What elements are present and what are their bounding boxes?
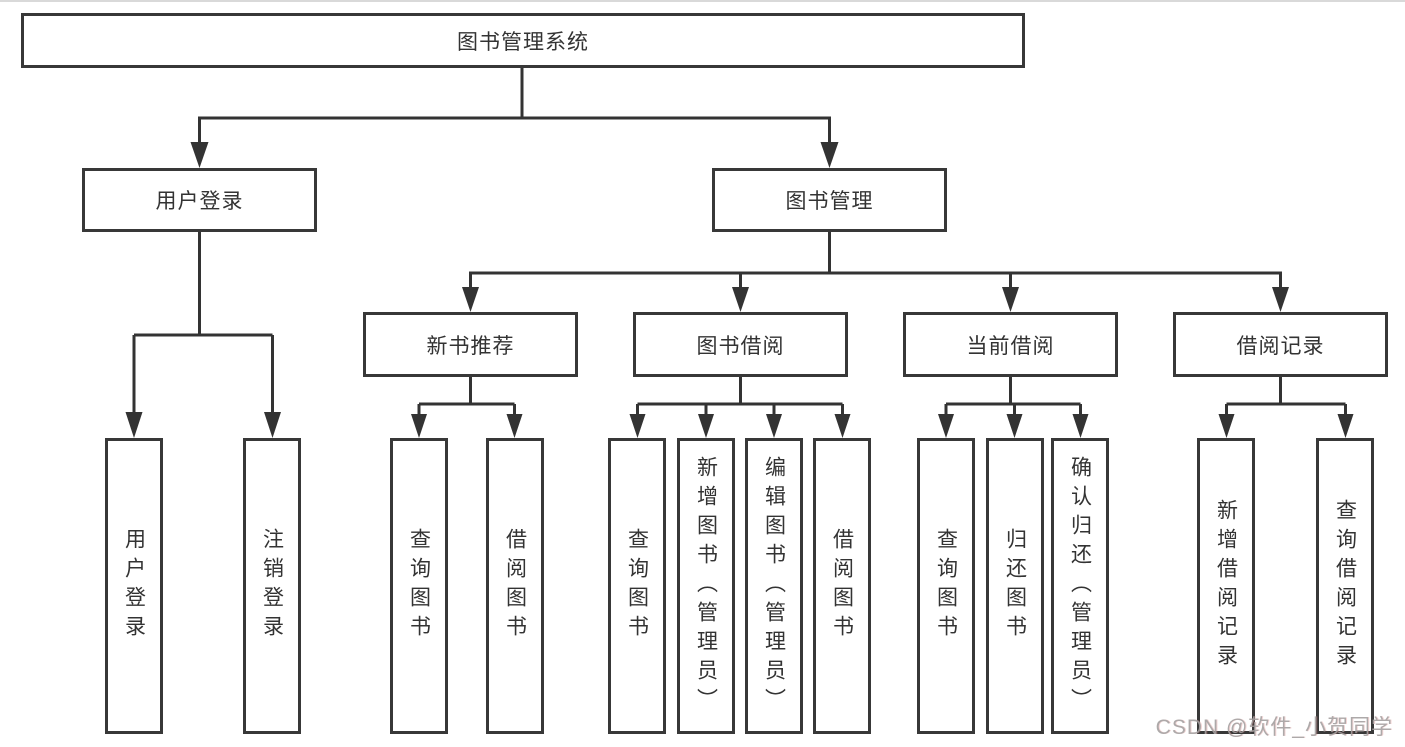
- arrowhead-icon: [264, 412, 281, 438]
- leaf-label: 确认归还（管理员）: [1068, 455, 1092, 717]
- arrowhead-icon: [938, 414, 954, 438]
- node-library-management-system: 图书管理系统: [21, 13, 1025, 68]
- arrowhead-icon: [698, 414, 714, 438]
- arrowhead-icon: [1002, 287, 1019, 312]
- leaf-label: 借阅图书: [830, 528, 854, 644]
- leaf-label: 查询图书: [407, 528, 431, 644]
- leaf-borrow-books-recommend: 借阅图书: [486, 438, 544, 734]
- leaf-edit-books-admin: 编辑图书（管理员）: [745, 438, 803, 734]
- node-borrowing-records: 借阅记录: [1173, 312, 1388, 377]
- arrowhead-icon: [834, 414, 851, 438]
- leaf-label: 注销登录: [260, 528, 284, 644]
- arrowhead-icon: [1072, 414, 1089, 438]
- leaf-query-books-current: 查询图书: [917, 438, 975, 734]
- leaf-query-borrow-record: 查询借阅记录: [1316, 438, 1374, 734]
- leaf-label: 借阅图书: [503, 528, 527, 644]
- leaf-label: 查询借阅记录: [1333, 499, 1357, 673]
- leaf-return-books: 归还图书: [986, 438, 1044, 734]
- arrowhead-icon: [190, 142, 209, 168]
- node-user-login: 用户登录: [82, 168, 317, 232]
- leaf-label: 归还图书: [1003, 528, 1027, 644]
- arrowhead-icon: [1218, 414, 1235, 438]
- tree-edges: [132, 68, 1347, 417]
- node-book-management: 图书管理: [712, 168, 947, 232]
- arrowhead-icon: [732, 287, 749, 312]
- leaf-borrow-books: 借阅图书: [813, 438, 871, 734]
- arrowhead-icon: [506, 414, 523, 438]
- arrowhead-icon: [1006, 414, 1023, 438]
- arrowhead-icon: [125, 412, 143, 438]
- leaf-label: 用户登录: [122, 528, 146, 644]
- top-frame-line: [0, 0, 1405, 2]
- arrowhead-icons: [125, 142, 1354, 438]
- leaf-add-borrow-record: 新增借阅记录: [1197, 438, 1255, 734]
- leaf-logout: 注销登录: [243, 438, 301, 734]
- arrowhead-icon: [1337, 414, 1354, 438]
- leaf-query-books-recommend: 查询图书: [390, 438, 448, 734]
- leaf-user-login: 用户登录: [105, 438, 163, 734]
- leaf-query-books-borrow: 查询图书: [608, 438, 666, 734]
- arrowhead-icon: [411, 414, 427, 438]
- leaf-label: 新增图书（管理员）: [694, 455, 718, 717]
- arrowhead-icon: [820, 142, 839, 168]
- node-new-book-recommendation: 新书推荐: [363, 312, 578, 377]
- leaf-label: 查询图书: [934, 528, 958, 644]
- arrowhead-icon: [766, 414, 782, 438]
- node-current-borrowing: 当前借阅: [903, 312, 1118, 377]
- arrowhead-icon: [1272, 287, 1289, 312]
- csdn-watermark: CSDN @软件_小贺同学: [1155, 716, 1393, 739]
- arrowhead-icon: [462, 287, 479, 312]
- leaf-confirm-return-admin: 确认归还（管理员）: [1051, 438, 1109, 734]
- node-book-borrowing: 图书借阅: [633, 312, 848, 377]
- leaf-label: 编辑图书（管理员）: [762, 455, 786, 717]
- leaf-label: 查询图书: [625, 528, 649, 644]
- leaf-add-books-admin: 新增图书（管理员）: [677, 438, 735, 734]
- arrowhead-icon: [629, 414, 646, 438]
- leaf-label: 新增借阅记录: [1214, 499, 1238, 673]
